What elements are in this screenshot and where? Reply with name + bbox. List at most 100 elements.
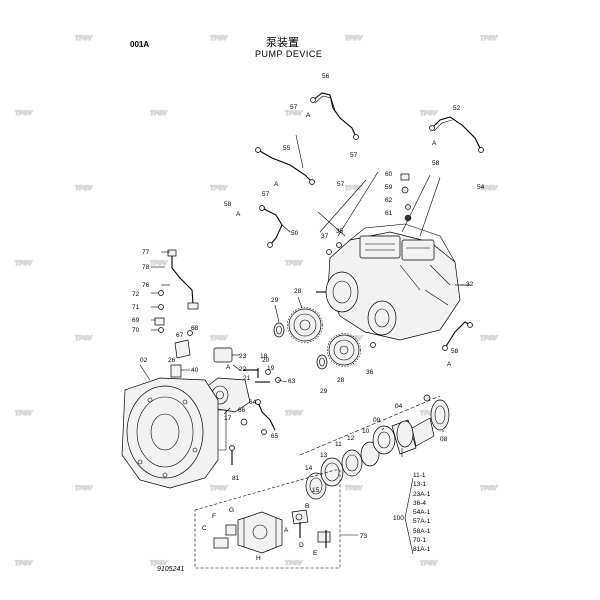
detail-leader-lines [317,171,441,237]
callout-label: G [229,507,234,514]
callout-label: 20 [262,357,270,364]
callout-label: 77 [142,249,150,256]
callout-label: 57 [337,181,345,188]
watermark-text: TPSV [285,110,303,117]
figure-number: 9105241 [157,566,185,573]
callout-label: A [236,211,241,218]
ring-29-lower [316,354,328,370]
watermark-text: TPSV [75,185,93,192]
bolt-81 [229,445,235,465]
callout-label: 57 [290,104,298,111]
callout-label: A [432,140,437,147]
callout-label: 64 [249,399,257,406]
callout-label: 29 [271,297,279,304]
kit-item: 58A-1 [413,527,431,535]
callout-label: 60 [385,171,393,178]
callout-label: 12 [347,435,355,442]
callout-label: 58 [224,201,232,208]
callout-label: 37 [321,233,329,240]
callout-label: A [447,361,452,368]
watermark-text: TPSV [75,485,93,492]
callout-label: 32 [466,281,474,288]
small-fittings [326,173,412,348]
callout-label: 18 [260,353,268,360]
callout-label: 17 [224,415,232,422]
callout-label: 19 [267,365,275,372]
callout-label: 65 [271,433,279,440]
callout-label: 08 [440,436,448,443]
watermark-text: TPSV [345,485,363,492]
callout-label: 81 [232,475,240,482]
callout-label: 100 [393,515,404,522]
callout-label: 35 [336,228,344,235]
callout-label: 21 [243,375,251,382]
callout-label: 57 [262,191,270,198]
fitting-64-65 [255,399,276,435]
page-title-english: PUMP DEVICE [255,49,323,59]
callout-label: 69 [132,317,140,324]
callout-label: A [284,527,289,534]
bracket-67 [174,330,193,359]
kit-item: 54A-1 [413,509,431,517]
watermark-text: TPSV [15,560,33,567]
callout-label: 58 [451,348,459,355]
kit-item: 36-4 [413,499,427,507]
pipe-assembly-56 [310,92,359,140]
kit-item: 70-1 [413,537,427,545]
callout-label: 15 [312,487,320,494]
watermark-text: TPSV [285,410,303,417]
watermark-text: TPSV [345,185,363,192]
callout-label: E [313,550,318,557]
watermark-text: TPSV [420,560,438,567]
flywheel-housing-02 [121,377,227,489]
pipe-assembly-right [442,321,473,351]
callout-label: F [212,513,216,520]
callout-label: 09 [373,417,381,424]
watermark-text: TPSV [480,185,498,192]
callout-labels: 56 57 57 A 52 55 58 A 57 A 54 57 60 59 6… [132,73,485,562]
page-title-chinese: 泵装置 [266,36,299,49]
callout-label: 26 [168,357,176,364]
watermark-text: TPSV [15,410,33,417]
watermark-text: TPSV [420,410,438,417]
callout-label: 02 [140,357,148,364]
watermark-text: TPSV [150,260,168,267]
sensor-40 [170,364,182,378]
coupling-stack [299,394,450,500]
callout-label: 50 [291,230,299,237]
callout-label: 29 [320,388,328,395]
watermark-text: TPSV [15,110,33,117]
callout-label: 71 [132,304,140,311]
callout-label: A [306,112,311,119]
callout-label: 11 [335,441,342,448]
watermark-text: TPSV [420,110,438,117]
kit-item: 57A-1 [413,518,431,526]
callout-label: 54 [477,184,485,191]
gear-28-upper [287,307,323,343]
callout-label: 66 [238,407,246,414]
callout-label: 28 [294,288,302,295]
callout-label: B [305,503,309,510]
callout-label: 78 [142,264,150,271]
coupling-detail-box [194,469,358,569]
callout-label: 10 [362,428,370,435]
watermark-text: TPSV [15,260,33,267]
callout-label: 22 [239,366,247,373]
callout-label: 52 [453,105,461,112]
callout-label: D [299,542,304,549]
watermark-text: TPSV [210,35,228,42]
callout-label: 23 [239,353,247,360]
callout-leaders [139,134,470,555]
pipe-assembly-55 [255,147,315,185]
callout-label: A [226,364,231,371]
callout-label: 70 [132,327,140,334]
gear-28-lower [327,333,361,367]
pipe-assembly-52 [429,116,484,153]
callout-label: 73 [360,533,368,540]
watermark-text: TPSV [480,335,498,342]
watermark-text: TPSV [150,110,168,117]
watermark-text: TPSV [210,335,228,342]
callout-label: 67 [176,332,184,339]
bolt-set-18-22 [243,368,281,383]
